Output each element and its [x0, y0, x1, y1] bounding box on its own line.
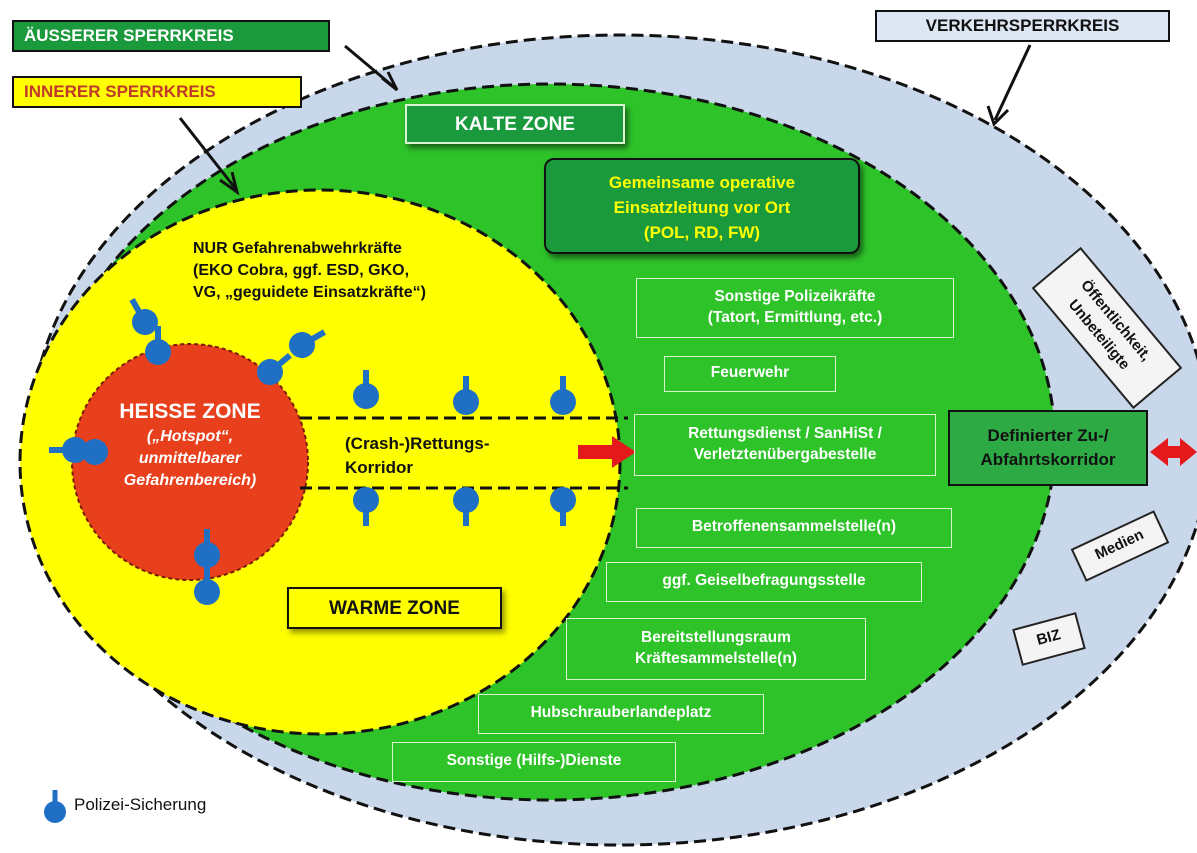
zufahrtskorridor-line-1: Definierter Zu-/: [987, 426, 1109, 445]
einsatzleitung-line-1: Gemeinsame operative: [608, 173, 796, 192]
zufahrt-arrow: [1150, 438, 1197, 466]
einsatzleitung-line-2: Einsatzleitung vor Ort: [613, 198, 791, 217]
police-marker-icon: [129, 297, 158, 335]
rettungsdienst-box: Rettungsdienst / SanHiSt / Verletztenübe…: [634, 414, 936, 476]
sonstige-dienste-label: Sonstige (Hilfs-)Dienste: [446, 752, 622, 769]
gefahrenabwehr-line-2: (EKO Cobra, ggf. ESD, GKO,: [193, 262, 410, 279]
geiselbefragungsstelle-label: ggf. Geiselbefragungsstelle: [662, 572, 866, 589]
rettungsdienst-line-2: Verletztenübergabestelle: [693, 446, 877, 463]
zufahrtskorridor-line-2: Abfahrtskorridor: [980, 450, 1116, 469]
heisse-zone-sub-2: unmittelbarer: [138, 450, 242, 467]
sonstige-dienste-box: Sonstige (Hilfs-)Dienste: [392, 742, 676, 782]
korridor-line-2: Korridor: [345, 458, 413, 477]
verkehrsperrkreis-label: VERKEHRSPERRKREIS: [875, 10, 1170, 42]
bereitstellungsraum-box: Bereitstellungsraum Kräftesammelstelle(n…: [566, 618, 866, 680]
innerer-sperrkreis-label: INNERER SPERRKREIS: [12, 76, 302, 108]
korridor-line-1: (Crash-)Rettungs-: [345, 434, 490, 453]
geiselbefragungsstelle-box: ggf. Geiselbefragungsstelle: [606, 562, 922, 602]
gefahrenabwehr-line-1: NUR Gefahrenabwehrkräfte: [193, 240, 402, 257]
police-marker-icon: [550, 487, 576, 526]
betroffenensammelstelle-box: Betroffenensammelstelle(n): [636, 508, 952, 548]
police-marker-icon: [194, 529, 220, 568]
police-marker-icon: [289, 329, 327, 358]
police-marker-icon: [353, 370, 379, 409]
zufahrtskorridor-box: Definierter Zu-/ Abfahrtskorridor: [948, 410, 1148, 486]
police-markers: [49, 297, 576, 605]
bereitstellungsraum-line-2: Kräftesammelstelle(n): [635, 650, 797, 667]
police-marker-icon: [550, 376, 576, 415]
ausserer-sperrkreis-label: ÄUSSERER SPERRKREIS: [12, 20, 330, 52]
gefahrenabwehr-line-3: VG, „geguidete Einsatzkräfte“): [193, 284, 426, 301]
einsatzleitung-line-3: (POL, RD, FW): [643, 223, 761, 242]
hubschrauberlandeplatz-label: Hubschrauberlandeplatz: [530, 704, 712, 721]
polizeikraefte-box: Sonstige Polizeikräfte (Tatort, Ermittlu…: [636, 278, 954, 338]
feuerwehr-label: Feuerwehr: [710, 364, 790, 381]
police-marker-icon: [257, 352, 292, 385]
polizeikraefte-line-1: Sonstige Polizeikräfte: [714, 288, 876, 305]
heisse-zone-area: [71, 343, 309, 581]
police-marker-icon: [453, 376, 479, 415]
polizeikraefte-line-2: (Tatort, Ermittlung, etc.): [707, 309, 883, 326]
feuerwehr-box: Feuerwehr: [664, 356, 836, 392]
legend-marker-icon: [44, 790, 66, 823]
rettungsdienst-line-1: Rettungsdienst / SanHiSt /: [688, 425, 882, 442]
police-marker-icon: [453, 487, 479, 526]
heisse-zone-title: HEISSE ZONE: [119, 400, 261, 423]
heisse-zone-sub-3: Gefahrenbereich): [123, 472, 257, 489]
callout-arrows: [178, 44, 1032, 196]
police-marker-icon: [145, 326, 171, 365]
police-marker-icon: [353, 487, 379, 526]
korridor-text: (Crash-)Rettungs- Korridor: [345, 432, 565, 480]
kalte-zone-label: KALTE ZONE: [405, 104, 625, 144]
heisse-zone-sub-1: („Hotspot“,: [146, 428, 234, 445]
gefahrenabwehr-text: NUR Gefahrenabwehrkräfte (EKO Cobra, ggf…: [193, 238, 523, 304]
heisse-zone-text: HEISSE ZONE („Hotspot“, unmittelbarer Ge…: [80, 398, 300, 492]
legend-label: Polizei-Sicherung: [74, 795, 207, 814]
police-marker-icon: [194, 566, 220, 605]
hubschrauberlandeplatz-box: Hubschrauberlandeplatz: [478, 694, 764, 734]
bereitstellungsraum-line-1: Bereitstellungsraum: [641, 629, 791, 646]
betroffenensammelstelle-label: Betroffenensammelstelle(n): [691, 518, 897, 535]
warme-zone-label: WARME ZONE: [287, 587, 502, 629]
einsatzleitung-box: Gemeinsame operative Einsatzleitung vor …: [544, 158, 860, 254]
korridor-arrow: [578, 436, 636, 468]
police-marker-icon: [69, 439, 108, 465]
